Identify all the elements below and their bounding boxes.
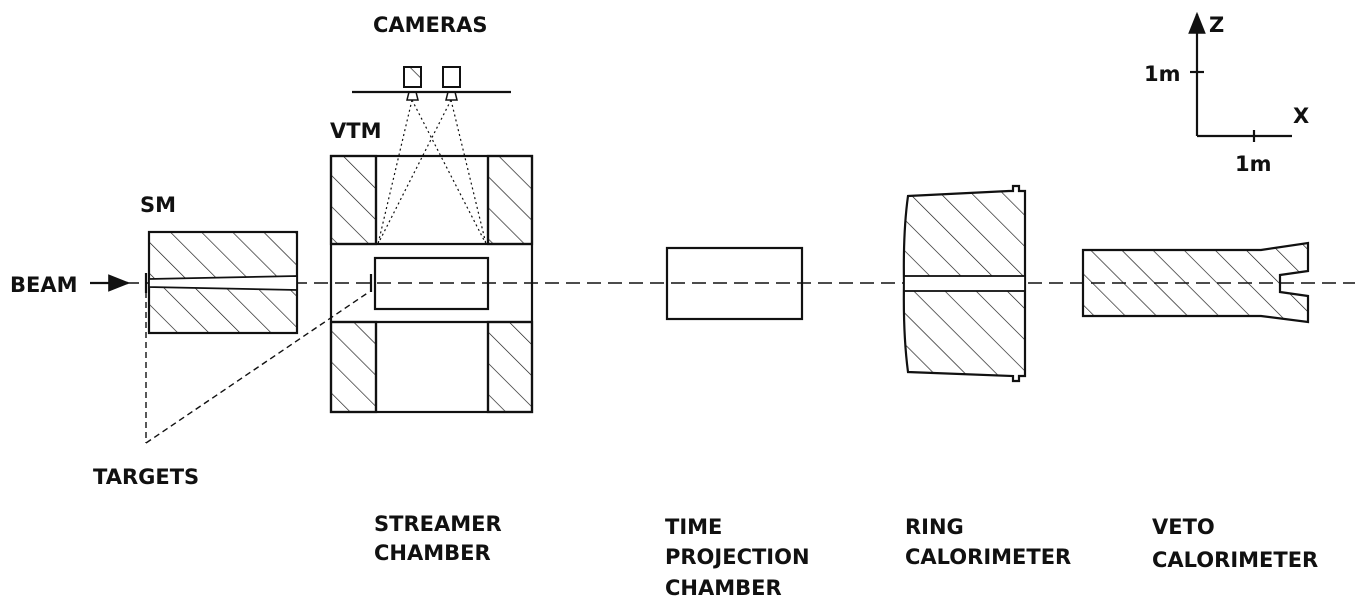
camera-view-lines	[377, 99, 487, 245]
beam-label: BEAM	[10, 273, 78, 297]
camera-left-icon	[403, 66, 422, 101]
tpc-label-line-3: CHAMBER	[665, 576, 782, 600]
cameras-label: CAMERAS	[373, 13, 487, 37]
targets-leader-lines	[145, 291, 370, 444]
sm-label: SM	[140, 193, 176, 217]
veto-calorimeter	[1081, 241, 1310, 324]
streamer-chamber-label-line-1: STREAMER	[374, 512, 502, 536]
streamer-chamber-box	[373, 256, 490, 311]
vtm-label: VTM	[330, 119, 381, 143]
tpc-box	[665, 246, 804, 321]
ring-calorimeter-label-line-1: RING	[905, 515, 964, 539]
sm-magnet	[147, 230, 299, 335]
veto-calorimeter-label-line-1: VETO	[1152, 515, 1215, 539]
z-axis-label: Z	[1209, 13, 1224, 37]
ring-calorimeter	[902, 184, 1027, 383]
camera-right-icon	[442, 66, 461, 101]
veto-calorimeter-label-line-2: CALORIMETER	[1152, 548, 1318, 572]
targets-label: TARGETS	[93, 465, 199, 489]
z-scale-label: 1m	[1144, 62, 1181, 86]
tpc-label-line-1: TIME	[665, 515, 722, 539]
x-scale-label: 1m	[1235, 152, 1272, 176]
x-axis-label: X	[1293, 104, 1309, 128]
tpc-label-line-2: PROJECTION	[665, 545, 810, 569]
streamer-chamber-label-line-2: CHAMBER	[374, 541, 491, 565]
ring-calorimeter-label-line-2: CALORIMETER	[905, 545, 1071, 569]
vtm-magnet	[329, 154, 534, 414]
coordinate-axes	[1188, 11, 1292, 142]
